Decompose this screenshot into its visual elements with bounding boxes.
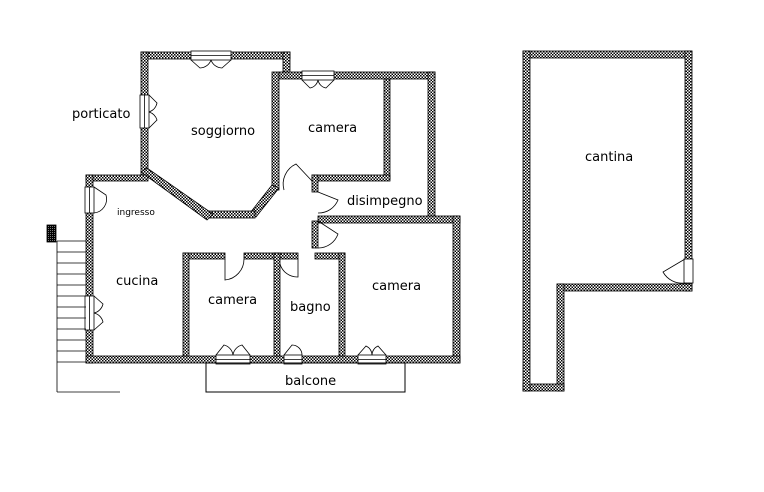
wall (140, 167, 214, 221)
wall (249, 184, 280, 218)
door-swing (279, 259, 299, 278)
label-camera-top: camera (308, 121, 357, 136)
wall (271, 71, 280, 191)
wall (522, 50, 693, 59)
main-apartment (85, 51, 461, 364)
wall (556, 283, 693, 292)
door-swing (317, 79, 335, 89)
door-swing (282, 163, 313, 191)
door-swing (148, 111, 158, 129)
wall (427, 71, 436, 219)
label-bagno: bagno (290, 300, 331, 315)
door-swing (301, 79, 319, 89)
wall (182, 252, 190, 357)
label-balcone: balcone (285, 374, 336, 389)
door-swing (662, 258, 686, 284)
door-swing (224, 258, 245, 281)
label-ingresso: ingresso (117, 208, 155, 218)
wall (206, 210, 256, 219)
wall (273, 252, 281, 357)
door-swing (190, 59, 212, 69)
door-swing (210, 59, 232, 69)
wall (338, 252, 346, 357)
door-swing (93, 186, 107, 214)
wall (556, 283, 565, 392)
door-swing (371, 345, 387, 356)
door-swing (93, 295, 104, 314)
room-labels: porticato soggiorno camera disimpegno in… (72, 107, 633, 389)
label-cucina: cucina (116, 274, 158, 289)
stair-post (46, 224, 57, 243)
door-swing (357, 345, 373, 356)
cantina-walls (522, 50, 693, 392)
door-swings (93, 59, 387, 356)
label-soggiorno: soggiorno (191, 124, 255, 139)
wall (85, 174, 149, 182)
door-swing (148, 94, 158, 113)
label-disimpegno: disimpegno (347, 194, 423, 209)
balcony-outline (205, 362, 406, 393)
door-swing (232, 344, 251, 356)
label-camera-right: camera (372, 279, 421, 294)
wall (311, 220, 319, 249)
wall (311, 174, 319, 193)
door-swing (317, 191, 339, 214)
wall (522, 50, 531, 392)
label-cantina: cantina (585, 150, 633, 165)
window (683, 258, 694, 284)
door-swing (215, 344, 234, 356)
staircase (46, 224, 120, 393)
windows (84, 50, 387, 365)
wall (85, 355, 461, 364)
wall (311, 174, 391, 182)
wall (452, 215, 461, 364)
door-swing (93, 312, 104, 331)
door-swing (283, 344, 303, 356)
wall (243, 252, 299, 260)
label-camera-mid: camera (208, 293, 257, 308)
wall (317, 215, 461, 224)
wall (383, 78, 391, 180)
door-swing (317, 220, 339, 249)
label-porticato: porticato (72, 107, 130, 122)
wall (684, 50, 693, 292)
